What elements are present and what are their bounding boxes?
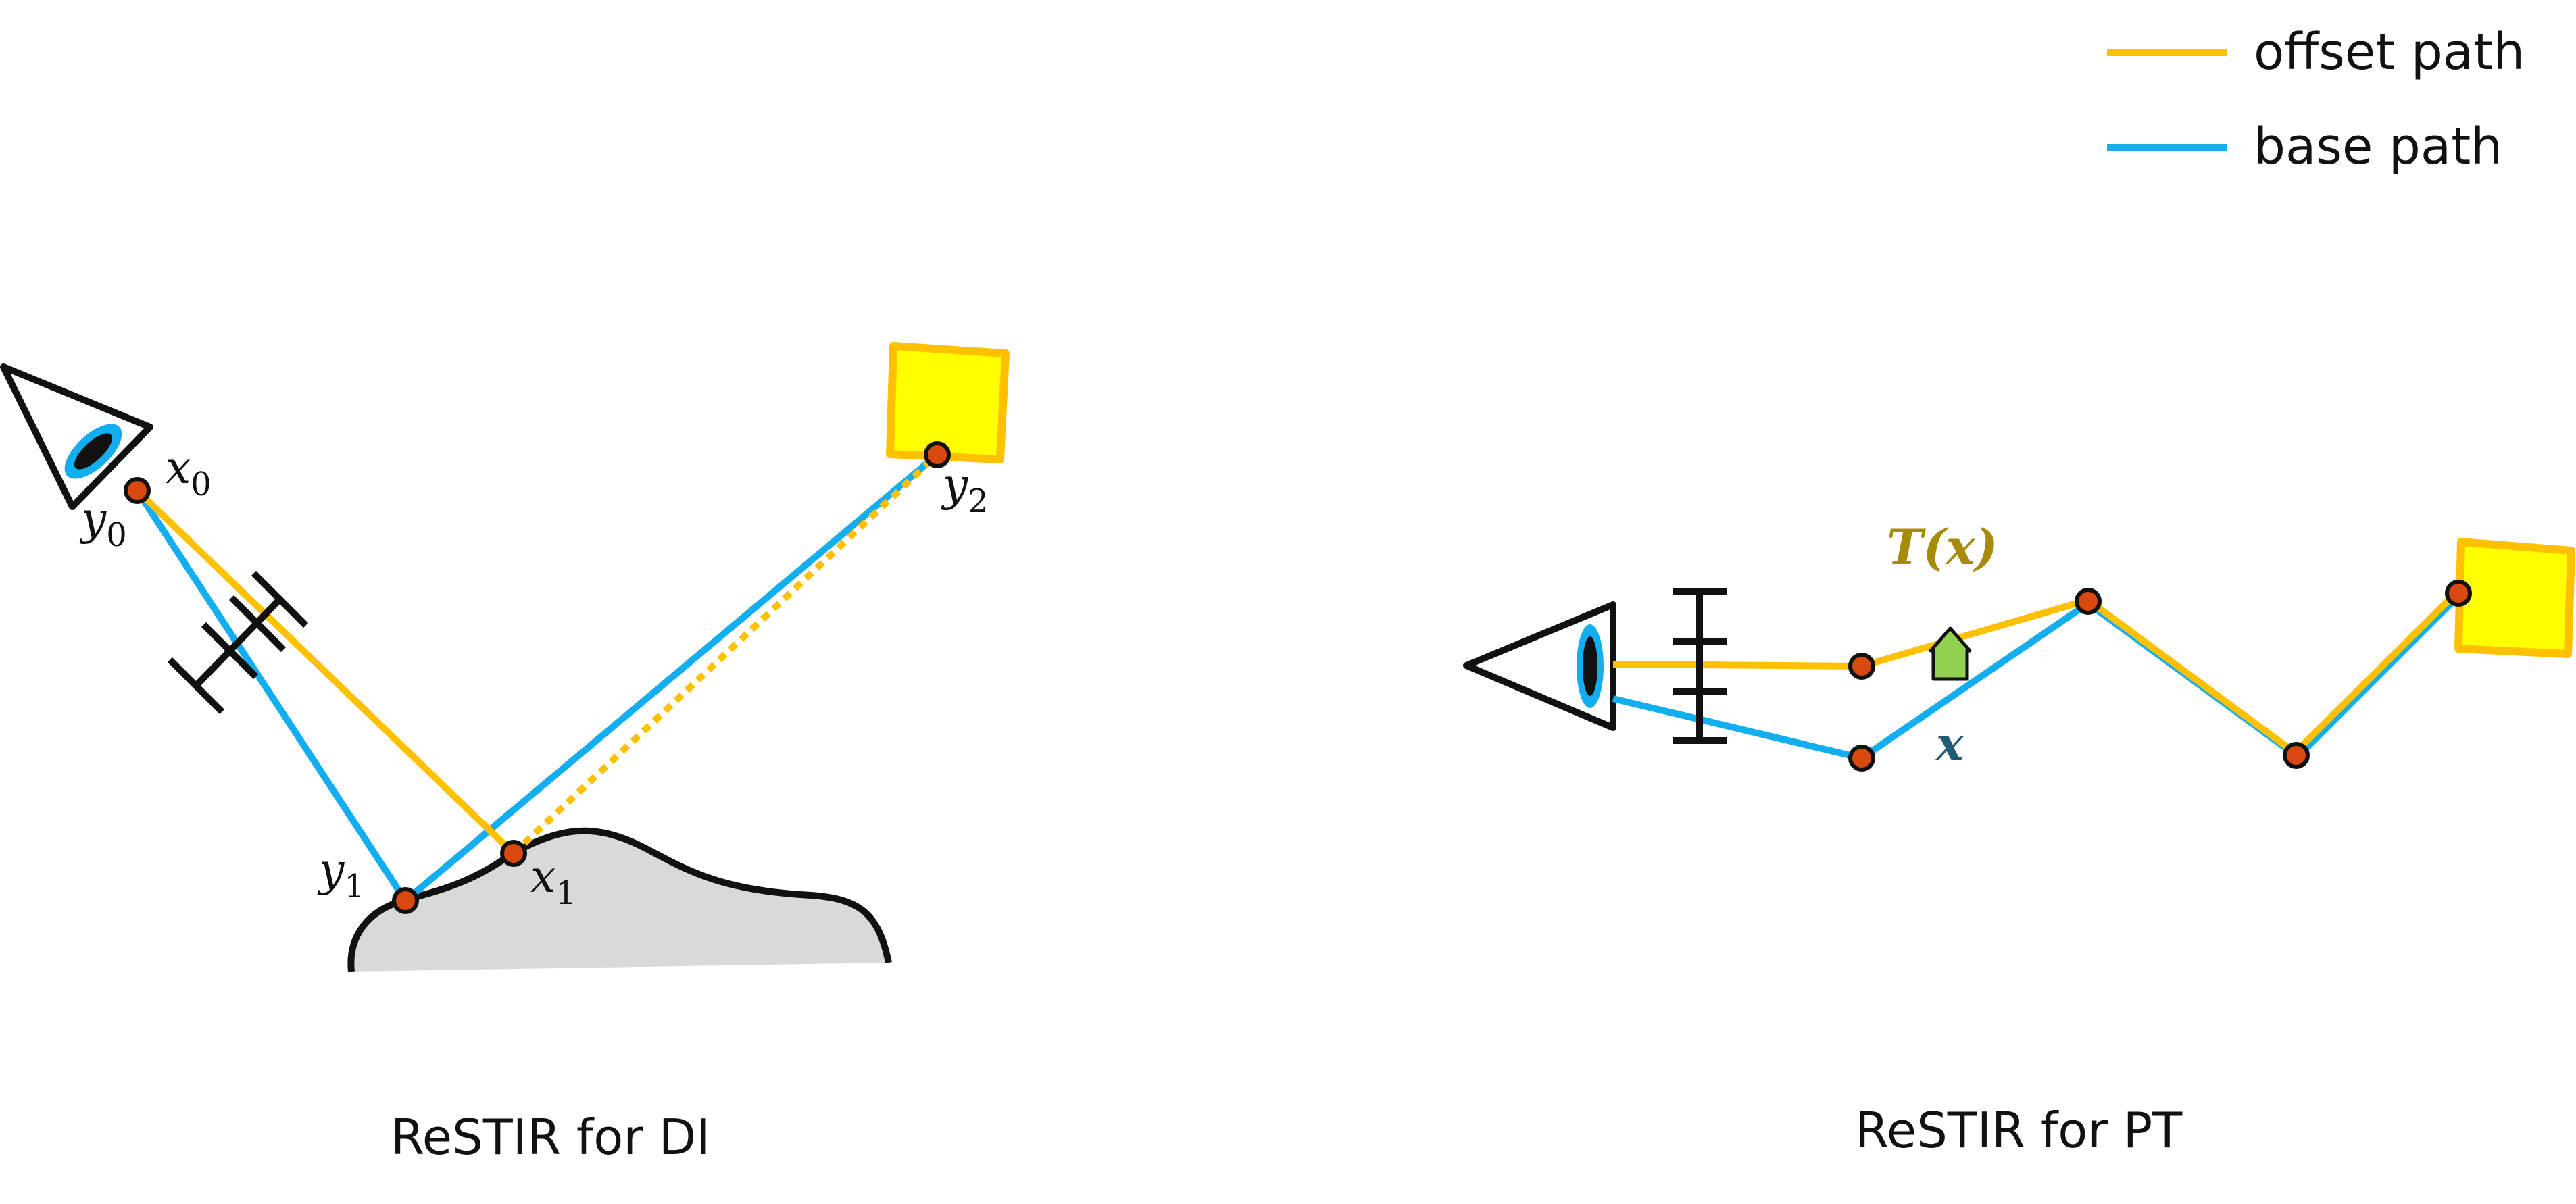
- offset-path-x1-y2-dotted: [511, 452, 940, 856]
- light-source-pt: [2454, 538, 2575, 658]
- restir-pt-diagram: T(x) x ReSTIR for PT: [1463, 518, 2575, 1159]
- vertex-light: [2445, 580, 2472, 607]
- vertex-y1: [392, 887, 419, 914]
- label-y2: y2: [941, 459, 989, 520]
- label-x1: x1: [530, 851, 576, 912]
- caption-restir-di: ReSTIR for DI: [391, 1109, 710, 1165]
- legend-base-label: base path: [2254, 118, 2502, 176]
- legend: offset path base path: [2107, 23, 2525, 176]
- shift-arrow-outline: [1929, 626, 1972, 681]
- vertex-3: [2283, 742, 2310, 769]
- pixel-marker-icon: [167, 570, 309, 715]
- vertex-x1: [500, 840, 527, 867]
- restir-di-diagram: x0 y0 y1 x1 y2 ReSTIR for DI: [0, 342, 1010, 1165]
- base-path-y0-y1: [134, 488, 409, 903]
- label-y1: y1: [317, 844, 365, 905]
- legend-offset-label: offset path: [2254, 23, 2525, 81]
- target-function-label: T(x): [1887, 518, 1998, 576]
- camera-eye-pt-icon: [1463, 601, 1616, 731]
- label-y0: y0: [79, 493, 127, 554]
- camera-eye-icon: [0, 363, 153, 510]
- base-path-pt: [1612, 592, 2462, 761]
- base-path-label: x: [1935, 718, 1964, 772]
- base-path-y1-y2: [403, 452, 940, 903]
- offset-path-x0-x1: [134, 488, 516, 856]
- vertex-y2: [924, 441, 951, 468]
- caption-restir-pt: ReSTIR for PT: [1855, 1102, 2183, 1159]
- pixel-marker-pt-icon: [1673, 588, 1727, 744]
- label-x0: x0: [166, 442, 212, 503]
- light-source: [886, 342, 1010, 463]
- vertex-2: [2075, 588, 2102, 615]
- surface-shape: [351, 830, 889, 972]
- vertex-base-1: [1848, 745, 1875, 772]
- vertex-x0: [124, 477, 151, 504]
- vertex-offset-1: [1848, 653, 1875, 680]
